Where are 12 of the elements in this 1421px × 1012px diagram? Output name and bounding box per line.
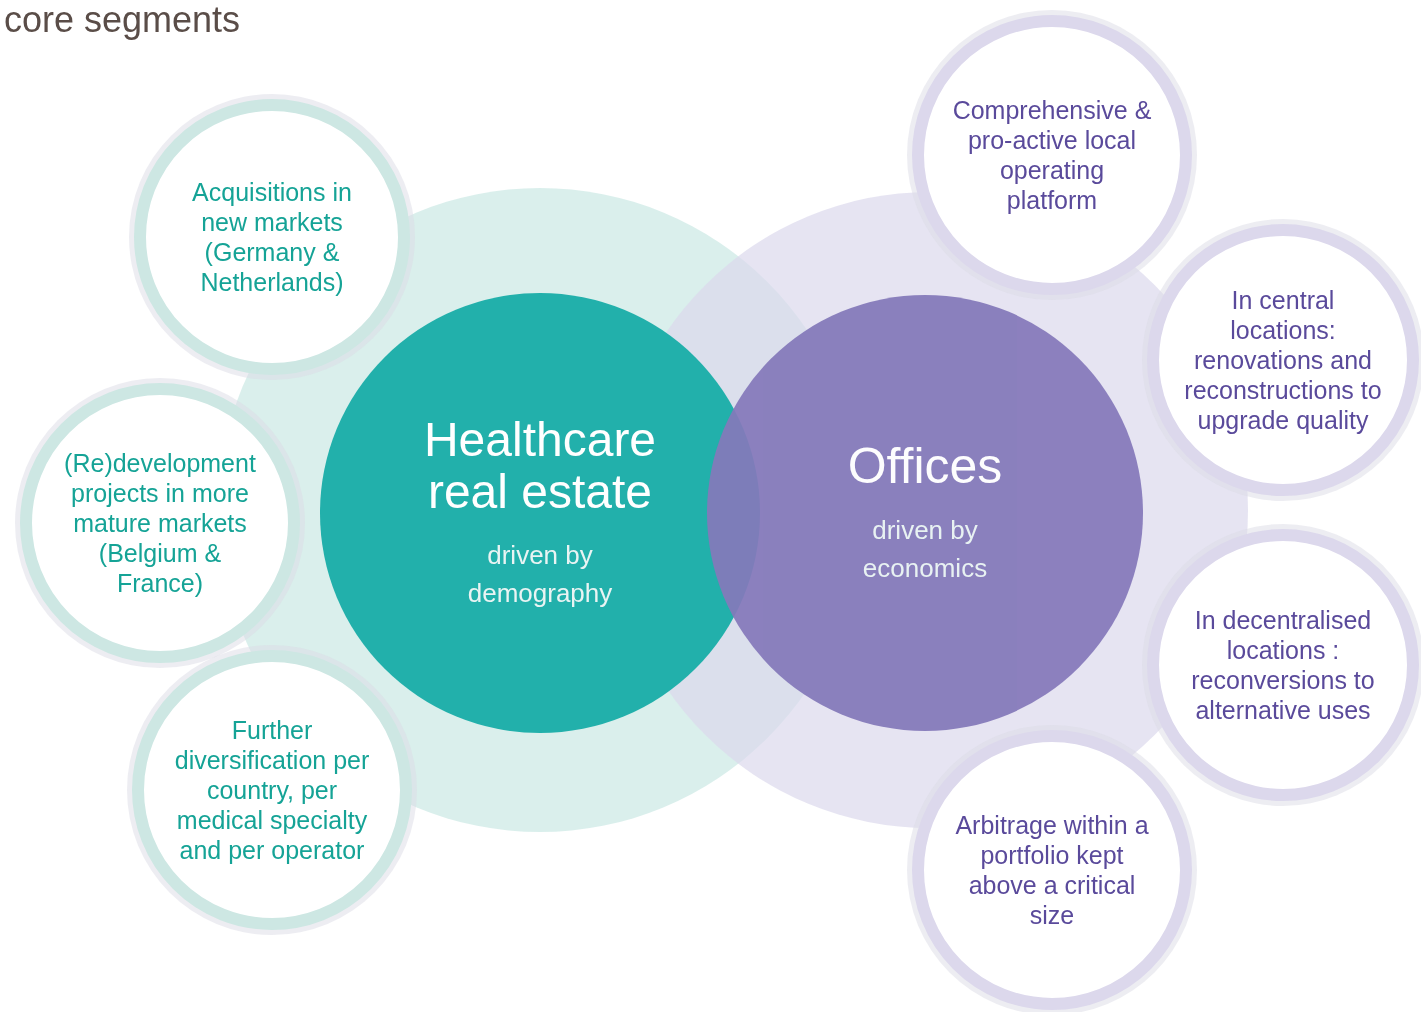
- segment-title: Healthcare real estate: [422, 413, 658, 520]
- strategy-text: In central locations: renovations and reconstructions to upgrade quality: [1183, 285, 1383, 435]
- strategy-text: Comprehensive & pro-active local operating platform: [952, 95, 1152, 215]
- segment-subtitle: driven by demography: [466, 539, 614, 610]
- segment-subtitle: driven by economics: [861, 513, 989, 585]
- strategy-text: (Re)development projects in more mature markets (Belgium & France): [63, 448, 257, 598]
- strategy-text: Acquisitions in new markets (Germany & Netherlands): [191, 177, 353, 297]
- strategy-text: Arbitrage within a portfolio kept above a critical size: [954, 810, 1150, 930]
- title: core segments: [4, 0, 241, 40]
- strategy-text: Further diversification per country, per medical specialty and per operator: [173, 715, 371, 865]
- segment-title: Offices: [846, 438, 1004, 494]
- strategy-text: In decentralised locations : reconversions to alternative uses: [1190, 605, 1376, 725]
